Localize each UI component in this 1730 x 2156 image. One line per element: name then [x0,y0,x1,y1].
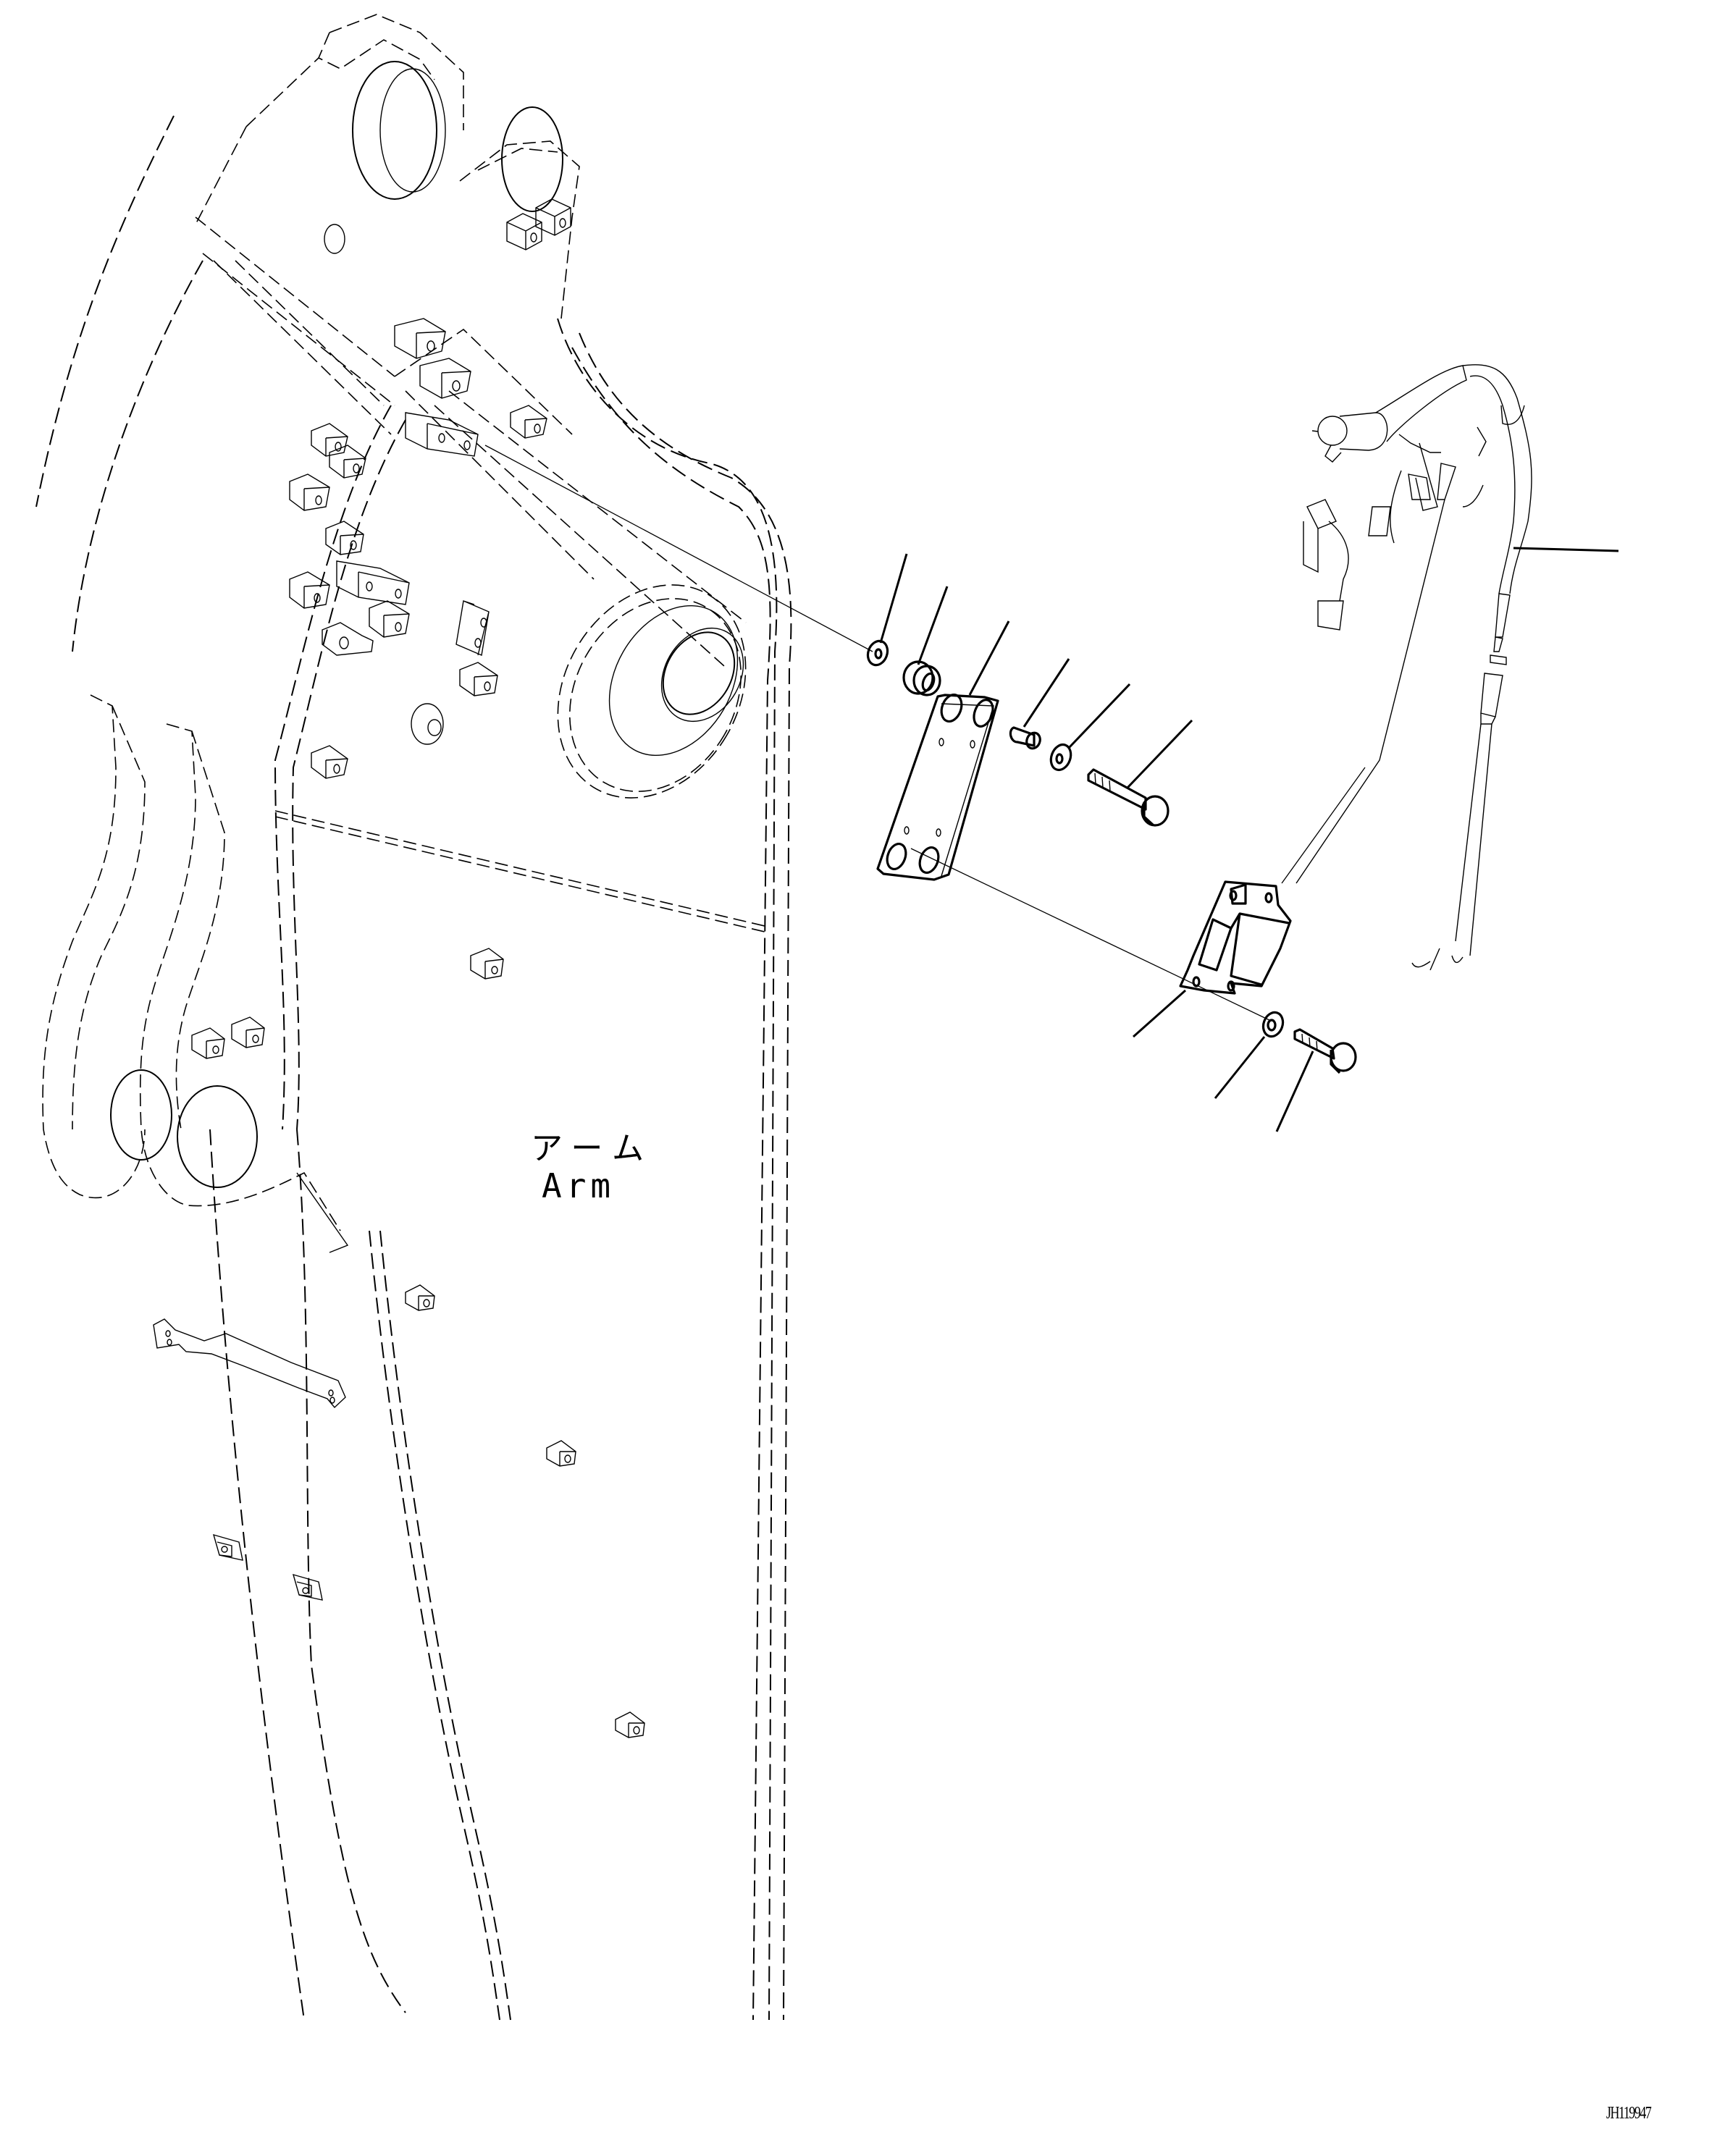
callout-bolt-long [1126,719,1193,789]
reference-lines [484,445,1366,1022]
wiring-harness [1296,364,1532,971]
bolt-long [1087,768,1170,827]
sensor-unit [1179,880,1292,995]
callout-leaders [879,547,1619,1132]
exploded-parts [866,639,1357,1074]
clamp-blocks [153,198,645,1738]
callout-bolt-short [1275,1050,1314,1132]
bolt-short [1293,1028,1357,1074]
arm-body [35,14,792,2021]
callout-washer-2 [1067,683,1131,749]
part-label-english: Arm [542,1166,616,1205]
washer-large [1261,1011,1285,1038]
collar-bushing [902,660,941,696]
washer-medium [1049,743,1072,772]
callout-sensor [1133,989,1186,1038]
figure-id: JH119947 [1606,2104,1652,2123]
callout-washer-small [879,553,908,644]
arm-clevis [42,694,349,1253]
callout-washer-3 [1214,1036,1266,1099]
part-label-japanese: アーム [531,1130,655,1167]
arm-boss-pinhole [411,584,747,799]
washer-small [866,639,889,667]
callout-bracket-plate [968,620,1010,696]
callout-bushing [917,586,949,665]
bracket-plate [876,694,999,881]
callout-spacer [1023,658,1070,728]
spacer-sleeve [1009,726,1041,750]
callout-harness [1513,547,1619,552]
